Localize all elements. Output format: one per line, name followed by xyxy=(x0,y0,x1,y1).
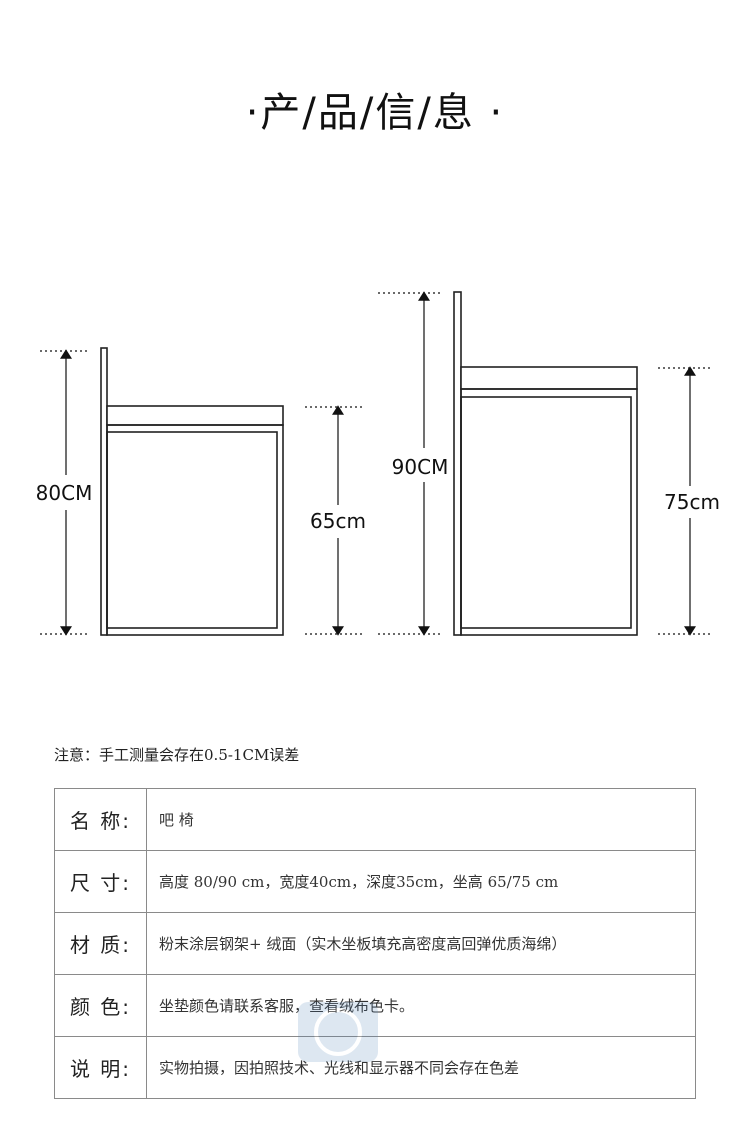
spec-label-size: 尺 寸: xyxy=(54,850,147,913)
right-chair-seat-cushion xyxy=(460,366,638,390)
measurement-note: 注意：手工测量会存在0.5-1CM误差 xyxy=(54,746,300,764)
spec-value-note: 实物拍摄，因拍照技术、光线和显示器不同会存在色差 xyxy=(146,1036,696,1099)
spec-value-name: 吧 椅 xyxy=(146,788,696,851)
right-seat-label: 75cm xyxy=(664,490,720,514)
spec-table: 名 称: 吧 椅 尺 寸: 高度 80/90 cm，宽度40cm，深度35cm，… xyxy=(54,788,696,1099)
left-seat-label: 65cm xyxy=(310,509,366,533)
right-seat-dimension xyxy=(658,366,712,636)
spec-row-size: 尺 寸: 高度 80/90 cm，宽度40cm，深度35cm，坐高 65/75 … xyxy=(54,850,696,913)
spec-label-material: 材 质: xyxy=(54,912,147,975)
spec-label-name: 名 称: xyxy=(54,788,147,851)
right-chair-frame-inner xyxy=(460,396,632,629)
right-height-label: 90CM xyxy=(392,455,449,479)
left-chair-backrest xyxy=(100,347,108,636)
bar-chair-dimension-diagram: 80CM 65cm 90CM 75cm xyxy=(36,291,720,636)
right-chair xyxy=(453,291,638,636)
spec-row-name: 名 称: 吧 椅 xyxy=(54,788,696,851)
left-chair-seat-cushion xyxy=(106,405,284,426)
left-height-label: 80CM xyxy=(36,481,93,505)
page-title: ·产/品/信/息 · xyxy=(245,90,505,136)
left-height-dimension xyxy=(40,349,88,636)
spec-row-material: 材 质: 粉末涂层钢架+ 绒面（实木坐板填充高密度高回弹优质海绵） xyxy=(54,912,696,975)
watermark-logo xyxy=(298,1002,378,1062)
left-chair-frame-inner xyxy=(106,431,278,629)
spec-row-color: 颜 色: 坐垫颜色请联系客服，查看绒布色卡。 xyxy=(54,974,696,1037)
spec-value-size: 高度 80/90 cm，宽度40cm，深度35cm，坐高 65/75 cm xyxy=(146,850,696,913)
left-chair-frame-outer xyxy=(106,424,284,636)
right-height-dimension xyxy=(378,291,440,636)
spec-label-color: 颜 色: xyxy=(54,974,147,1037)
left-chair xyxy=(100,347,284,636)
right-chair-frame-outer xyxy=(460,388,638,636)
spec-value-color: 坐垫颜色请联系客服，查看绒布色卡。 xyxy=(146,974,696,1037)
spec-row-note: 说 明: 实物拍摄，因拍照技术、光线和显示器不同会存在色差 xyxy=(54,1036,696,1099)
right-chair-backrest xyxy=(453,291,462,636)
left-seat-dimension xyxy=(305,405,365,636)
spec-label-note: 说 明: xyxy=(54,1036,147,1099)
spec-value-material: 粉末涂层钢架+ 绒面（实木坐板填充高密度高回弹优质海绵） xyxy=(146,912,696,975)
